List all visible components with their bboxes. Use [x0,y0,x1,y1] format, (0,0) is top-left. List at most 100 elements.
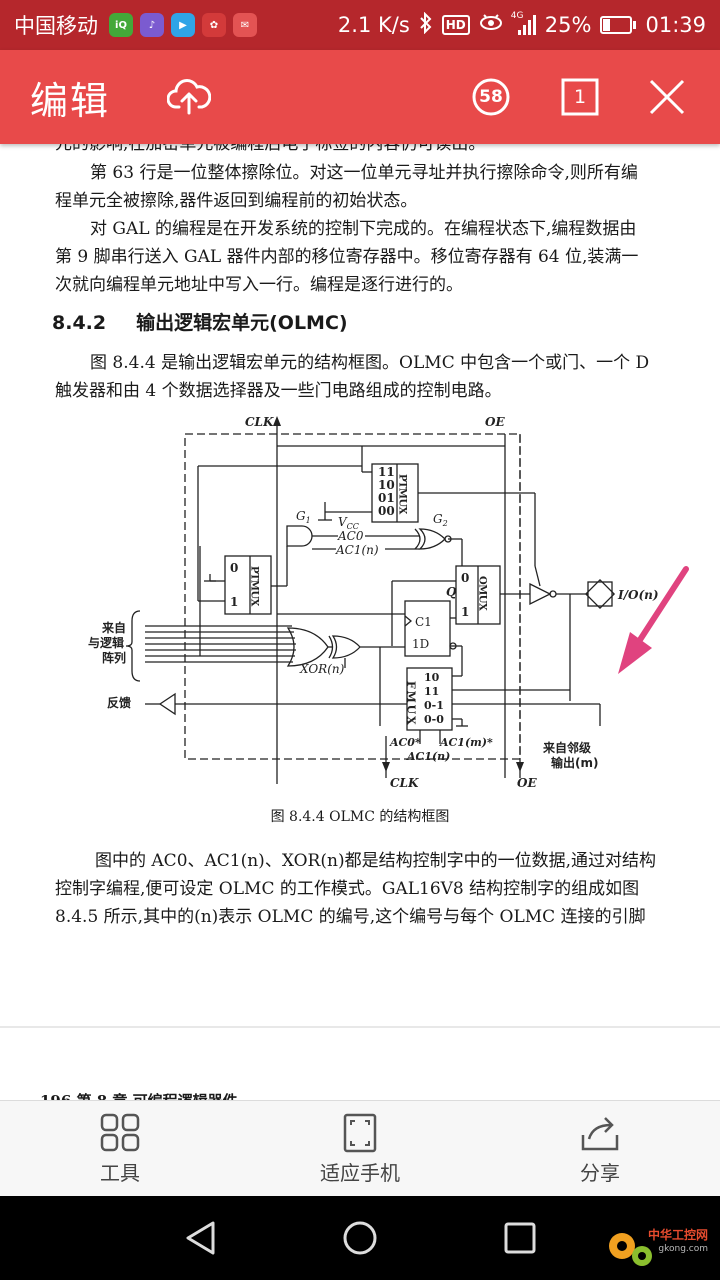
annotation-arrow [633,566,689,649]
share-label: 分享 [580,1160,620,1185]
watermark-url: gkong.com [658,1244,708,1254]
xor-n-label: XOR(n) [299,662,345,676]
share-icon [581,1116,619,1150]
d-flip-flop [404,600,451,657]
fmux-in-00: 0-0 [424,713,444,726]
battery-icon [600,16,637,34]
io-pin [584,578,616,610]
array-label-3: 阵列 [102,650,126,665]
omux-in-0: 0 [461,571,469,585]
dff-q-label: Q [446,585,457,599]
oe-bottom-label: OE [517,776,537,790]
ac0-label: AC0 [337,529,364,543]
comment-count-button[interactable]: 58 [466,50,516,144]
tsmux-in-0: 0 [230,561,238,575]
clk-top-label: CLK [245,415,274,429]
ptmux-in-00: 00 [378,504,395,518]
carrier-name: 中国移动 [14,14,98,38]
bluetooth-icon [419,11,433,39]
recents-nav-button[interactable] [460,1196,580,1280]
annotation-arrowhead [618,632,652,674]
back-nav-button[interactable] [140,1196,260,1280]
section-number: 8.4.2 [52,312,107,334]
network-speed: 2.1 K/s [337,13,410,37]
page-number: 1 [573,86,587,108]
neighbor-output-label-1: 来自邻级 [542,740,591,755]
feedback-label: 反馈 [107,695,131,710]
eye-comfort-icon [479,13,503,37]
tsmux-left [224,555,272,615]
page-indicator-button[interactable]: 1 [555,50,605,144]
fmux-name: F M U X [405,681,418,725]
fit-phone-label: 适应手机 [320,1160,400,1185]
share-button[interactable]: 分享 [520,1101,680,1197]
g1-and-gate [286,525,313,547]
home-nav-button[interactable] [300,1196,420,1280]
fmux-in-11: 11 [424,685,439,698]
fmux [406,667,453,731]
omux-name: O M U X [477,576,488,611]
huawei-app-icon: ✿ [202,13,226,37]
oe-top-label: OE [485,415,505,429]
ptmux-in-10: 10 [378,478,395,492]
system-nav-bar [0,1196,720,1280]
cloud-upload-icon[interactable] [164,50,214,144]
g2-label: G2 [433,512,448,528]
doc-line-6: 次就向编程单元地址中写入一行。编程是逐行进行的。 [55,275,463,295]
array-label-1: 来自 [101,620,126,635]
fmux-in-01: 0-1 [424,699,444,712]
hd-voice-badge: HD [441,15,470,35]
section-heading: 8.4.2 输出逻辑宏单元(OLMC) [52,308,348,335]
g1-label: G1 [296,509,311,525]
tools-label: 工具 [100,1160,140,1185]
comment-count: 58 [479,87,503,107]
close-icon[interactable] [642,50,692,144]
ac0-star-label: AC0* [389,736,421,749]
music-app-icon: ♪ [140,13,164,37]
figure-caption: 图 8.4.4 OLMC 的结构框图 [270,809,450,825]
array-label-2: 与逻辑 [88,635,124,650]
vcc-label: VCC [338,515,359,531]
mail-app-icon: ✉ [233,13,257,37]
back-triangle-icon [186,1221,215,1255]
play-app-icon: ▶ [171,13,195,37]
home-circle-icon [343,1221,377,1255]
status-bar: 中国移动 iQ ♪ ▶ ✿ ✉ 2.1 K/s HD 4G 25% [0,0,720,50]
doc-line-7: 图 8.4.4 是输出逻辑宏单元的结构框图。OLMC 中包含一个或门、一个 D [90,353,650,373]
ac1n-bottom-label: AC1(n) [406,750,450,763]
clk-bottom-label: CLK [390,776,419,790]
battery-fill [603,19,610,31]
dff-c1: C1 [415,615,432,629]
document-page[interactable]: 元的影响,在加密单元被编程后电子标签的内容仍可读出。 第 63 行是一位整体擦除… [0,144,720,1100]
doc-line-1: 元的影响,在加密单元被编程后电子标签的内容仍可读出。 [55,144,486,154]
doc-line-10: 控制字编程,便可设定 OLMC 的工作模式。GAL16V8 结构控制字的组成如图 [55,879,640,899]
fit-screen-icon [343,1113,377,1152]
neighbor-output-label-2: 输出(m) [551,755,598,770]
recents-square-icon [504,1222,536,1254]
watermark-name: 中华工控网 [647,1228,708,1242]
clock: 01:39 [645,13,706,37]
g2-xor-gate [418,528,446,550]
dff-1d: 1D [412,637,429,651]
omux-in-1: 1 [461,605,469,619]
doc-line-11: 8.4.5 所示,其中的(n)表示 OLMC 的编号,这个编号与每个 OLMC … [55,907,646,927]
output-tristate-buffer [529,582,552,606]
page-separator [0,1026,720,1028]
or-gate [286,627,329,667]
tools-button[interactable]: 工具 [40,1101,200,1197]
edit-button[interactable]: 编辑 [30,78,111,123]
doc-line-8: 触发器和由 4 个数据选择器及一些门电路组成的控制电路。 [55,381,502,401]
tsmux-in-1: 1 [230,595,238,609]
olmc-diagram: CLK OE CLK OE 11 10 01 00 P T M U X VCC … [88,415,689,790]
io-label: I/O(n) [617,588,659,602]
network-type: 4G [510,11,524,21]
signal-icon: 4G [510,11,536,36]
battery-percent: 25% [544,13,592,37]
doc-line-2: 第 63 行是一位整体擦除位。对这一位单元寻址并执行擦除命令,则所有编 [90,163,638,183]
doc-line-5: 第 9 脚串行送入 GAL 器件内部的移位寄存器中。移位寄存器有 64 位,装满… [55,247,639,267]
section-title: 输出逻辑宏单元(OLMC) [136,312,348,334]
fmux-in-10: 10 [424,671,440,684]
xor-gate [331,635,361,659]
tsmux-name: P T M U X [249,566,260,607]
fit-phone-button[interactable]: 适应手机 [280,1101,440,1197]
